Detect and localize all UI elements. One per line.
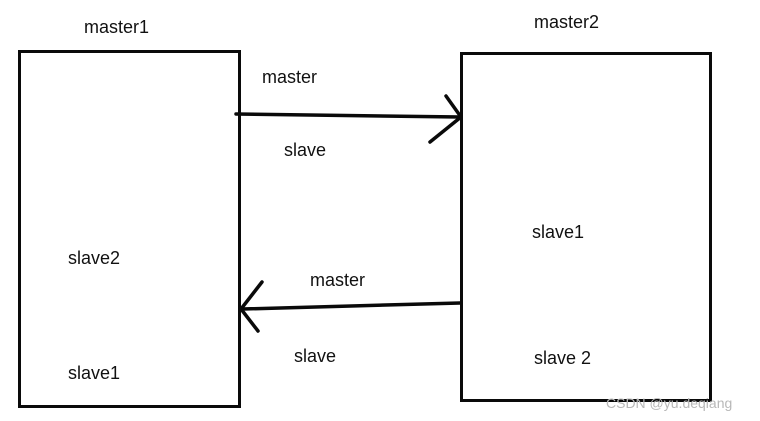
top-arrow-line xyxy=(234,112,462,119)
watermark: CSDN @yu.deqiang xyxy=(606,395,733,411)
bottom-link-master-label: master xyxy=(310,270,366,290)
bottom-link-slave-label: slave xyxy=(294,346,337,366)
top-link-slave-label: slave xyxy=(284,140,327,160)
top-link-master-label: master xyxy=(262,67,318,87)
master1-slave1-label: slave1 xyxy=(68,363,121,383)
master2-title: master2 xyxy=(534,12,600,32)
bottom-arrow-head xyxy=(239,280,264,333)
master2-slave1-label: slave1 xyxy=(532,222,585,242)
master1-title: master1 xyxy=(84,17,150,37)
master1-slave2-label: slave2 xyxy=(68,248,121,268)
master2-slave2-label: slave 2 xyxy=(534,348,592,368)
master1-box xyxy=(18,50,241,408)
master2-box xyxy=(460,52,712,402)
top-arrow-head xyxy=(428,94,463,144)
bottom-arrow-line xyxy=(241,301,462,311)
